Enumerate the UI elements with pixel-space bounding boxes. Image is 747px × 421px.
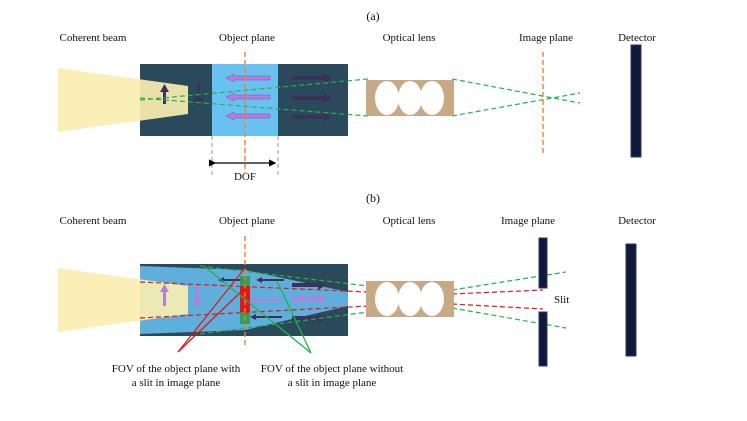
panel-b: (b) Coherent beam Object plane Optical l… bbox=[58, 191, 656, 389]
label-detector-a: Detector bbox=[618, 32, 656, 44]
fov-callout-green bbox=[203, 265, 312, 354]
label-coherent-beam-b: Coherent beam bbox=[60, 215, 127, 227]
green-rays-a bbox=[139, 78, 581, 117]
detector-b bbox=[625, 243, 637, 357]
detector-a bbox=[630, 44, 642, 158]
coherent-beam-b bbox=[58, 268, 188, 332]
panel-b-tag: (b) bbox=[366, 191, 380, 205]
fov-without-slit-line1: FOV of the object plane without bbox=[261, 363, 403, 375]
dark-arrows-right-a bbox=[292, 73, 332, 122]
image-plane-upper-b bbox=[538, 237, 548, 289]
panel-a: (a) Coherent beam Object plane Optical l… bbox=[58, 9, 656, 183]
label-optical-lens-b: Optical lens bbox=[383, 215, 436, 227]
purple-arrows-a bbox=[225, 73, 271, 121]
label-dof: DOF bbox=[234, 171, 256, 183]
red-rays-b bbox=[139, 281, 544, 319]
label-object-plane-b: Object plane bbox=[219, 215, 275, 227]
label-slit: Slit bbox=[554, 294, 569, 306]
optical-lens-b bbox=[366, 281, 454, 317]
fov-callout-red bbox=[177, 267, 246, 353]
label-object-plane-a: Object plane bbox=[219, 32, 275, 44]
label-optical-lens-a: Optical lens bbox=[383, 32, 436, 44]
label-image-plane-b: Image plane bbox=[501, 215, 555, 227]
fov-without-slit-line2: a slit in image plane bbox=[288, 377, 377, 389]
coherent-beam-a bbox=[58, 68, 188, 132]
fov-with-slit-line2: a slit in image plane bbox=[132, 377, 221, 389]
label-coherent-beam-a: Coherent beam bbox=[60, 32, 127, 44]
image-plane-lower-b bbox=[538, 311, 548, 367]
fov-with-slit-line1: FOV of the object plane with bbox=[112, 363, 241, 375]
label-image-plane-a: Image plane bbox=[519, 32, 573, 44]
optical-lens-a bbox=[366, 80, 454, 116]
dof-guides bbox=[211, 136, 279, 178]
label-detector-b: Detector bbox=[618, 215, 656, 227]
panel-a-tag: (a) bbox=[366, 9, 379, 23]
